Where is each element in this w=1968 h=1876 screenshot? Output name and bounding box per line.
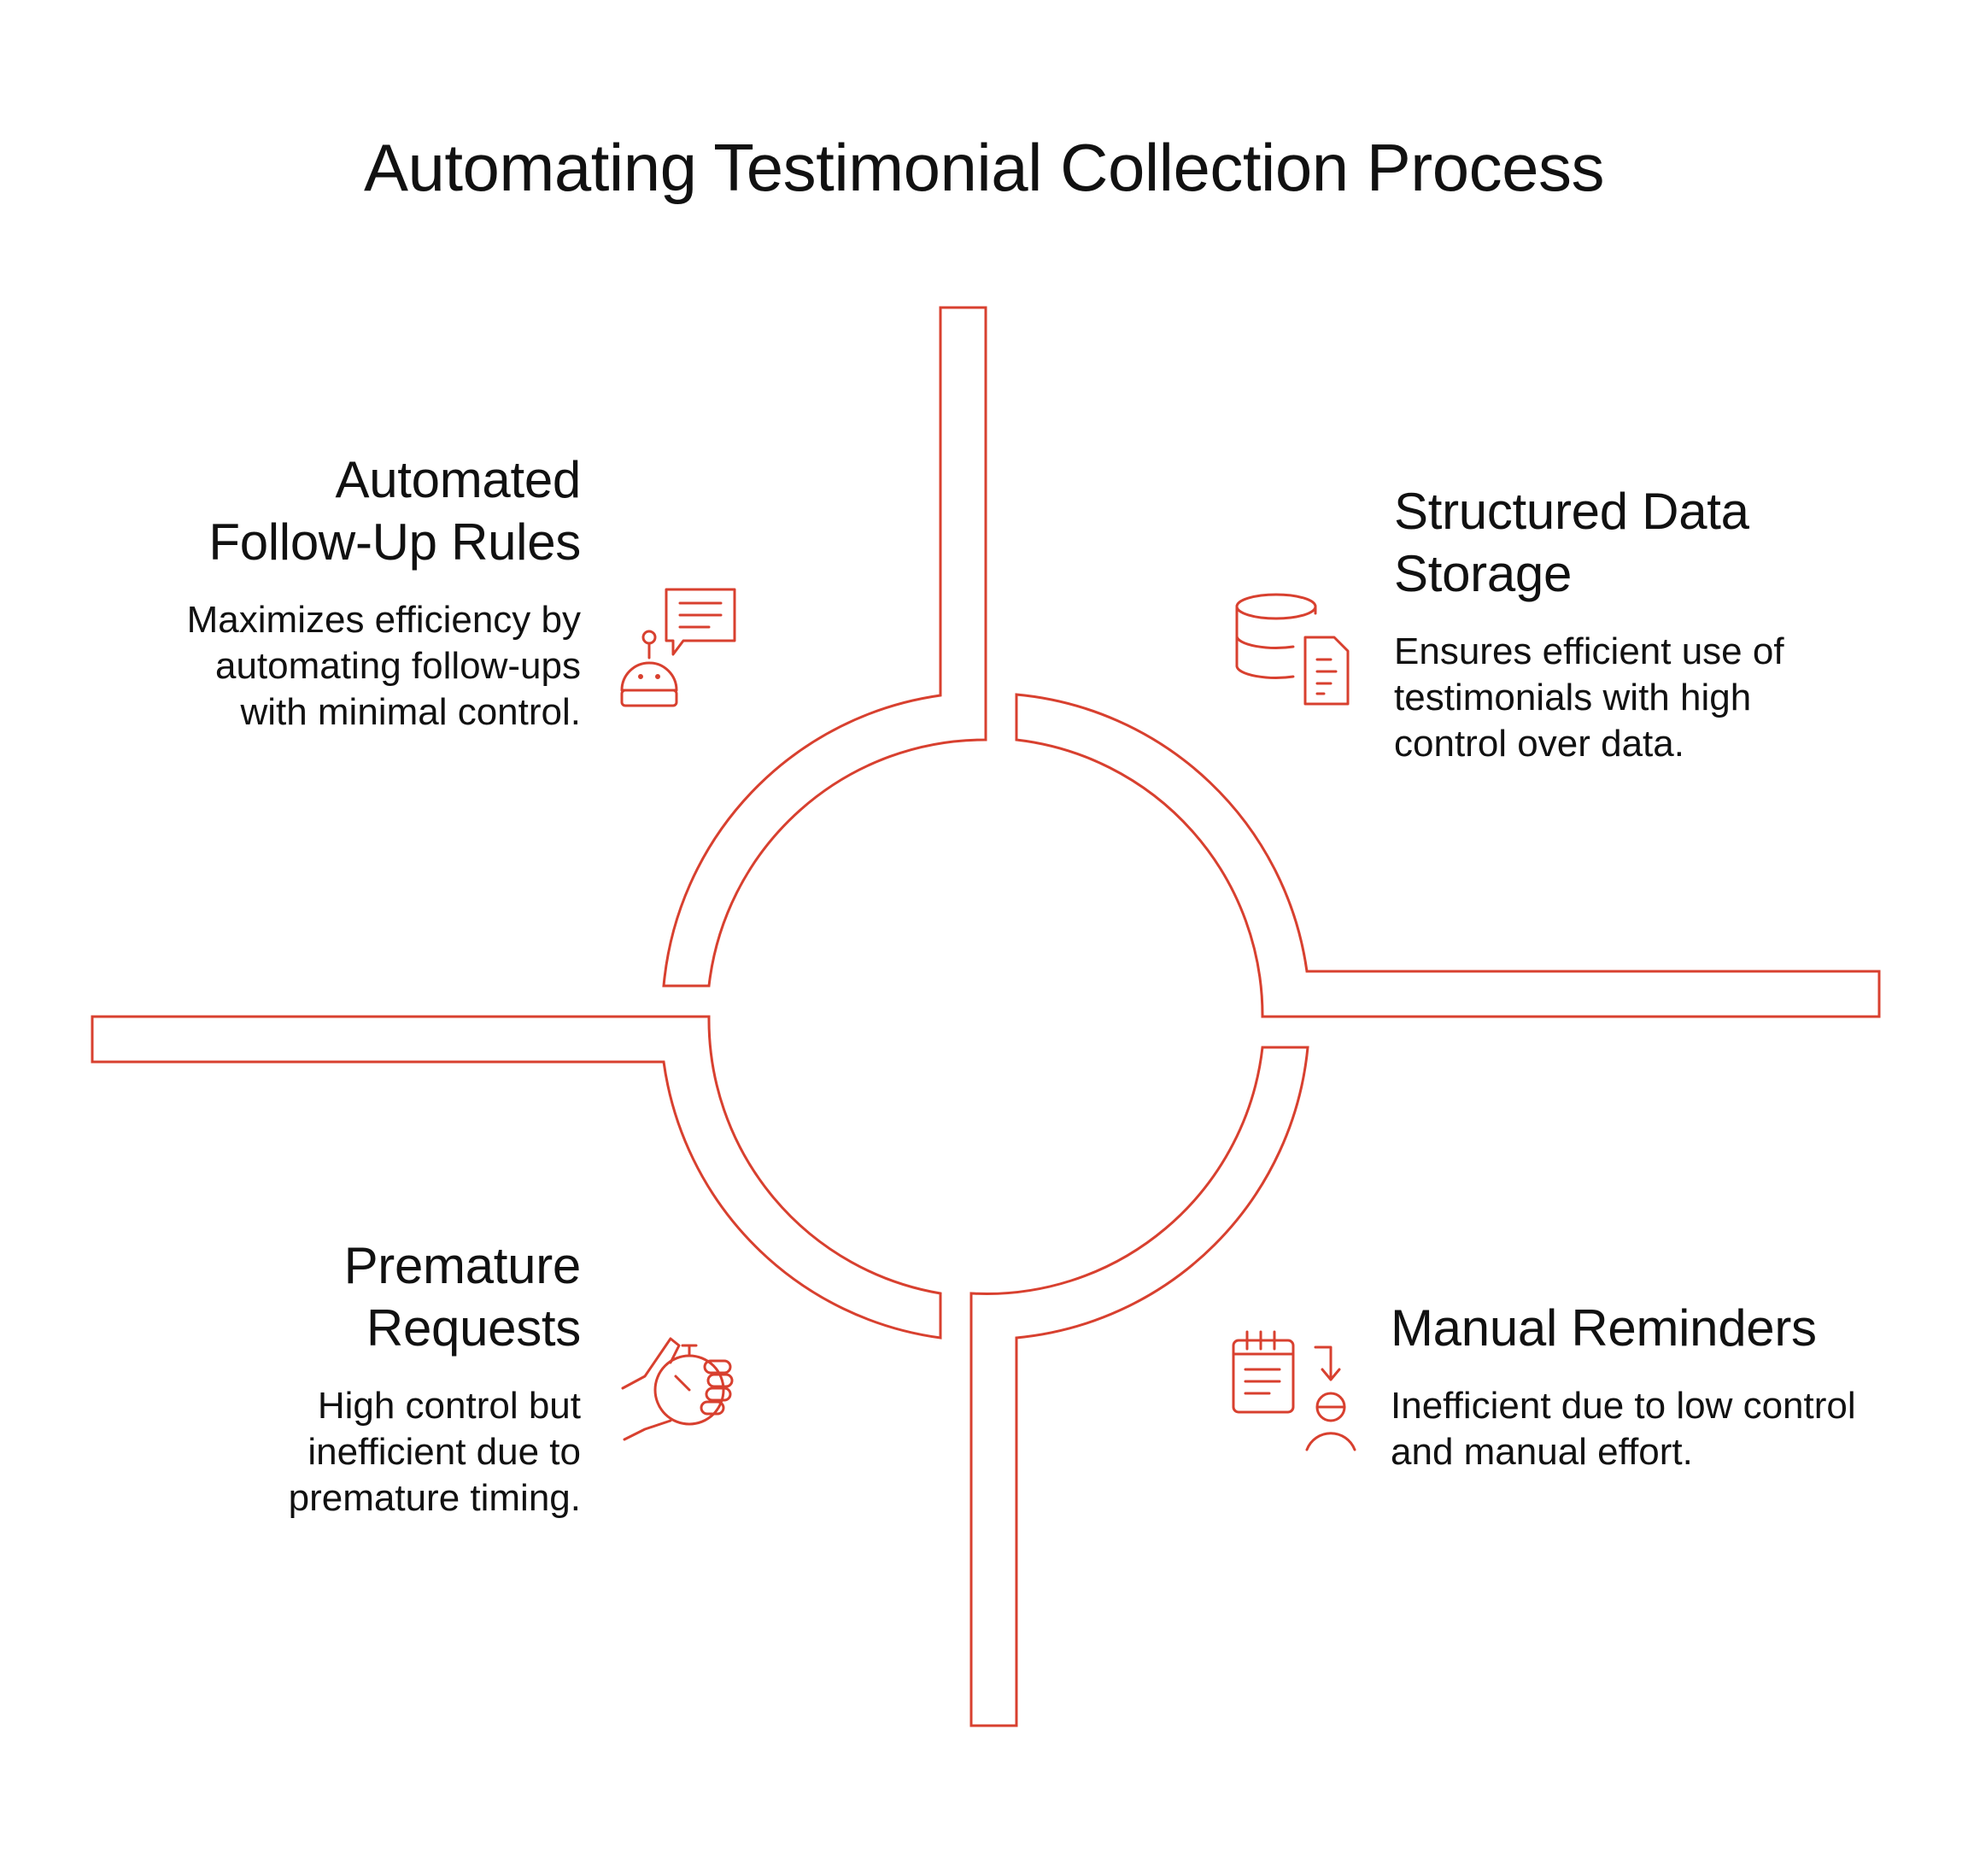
arm-bottom-right — [969, 1046, 1309, 1727]
robot-chat-icon — [620, 588, 736, 707]
quadrant-description: High control but inefficient due to prem… — [288, 1385, 581, 1519]
arm-top-left — [662, 306, 987, 988]
calendar-person-icon — [1232, 1330, 1356, 1451]
quadrant-top-right: Structured Data Storage Ensures efficien… — [1394, 480, 1855, 767]
hand-stopwatch-icon — [621, 1337, 734, 1441]
database-document-icon — [1235, 593, 1350, 706]
quadrant-title: Manual Reminders — [1391, 1299, 1817, 1357]
quadrant-title: Automated Follow-Up Rules — [208, 451, 581, 571]
quadrant-top-left: Automated Follow-Up Rules Maximizes effi… — [171, 448, 582, 736]
quadrant-description: Ensures efficient use of testimonials wi… — [1394, 630, 1784, 765]
arm-top-right — [1015, 693, 1881, 1018]
quadrant-title: Premature Requests — [343, 1237, 582, 1357]
page-title: Automating Testimonial Collection Proces… — [363, 130, 1605, 205]
quadrant-bottom-left: Premature Requests High control but inef… — [205, 1234, 582, 1521]
quadrant-description: Inefficient due to low control and manua… — [1391, 1385, 1856, 1473]
quadrant-bottom-right: Manual Reminders Inefficient due to low … — [1391, 1297, 1903, 1475]
arm-bottom-left — [91, 1015, 942, 1340]
quadrant-title: Structured Data Storage — [1394, 483, 1749, 602]
quadrant-description: Maximizes efficiency by automating follo… — [186, 599, 581, 733]
